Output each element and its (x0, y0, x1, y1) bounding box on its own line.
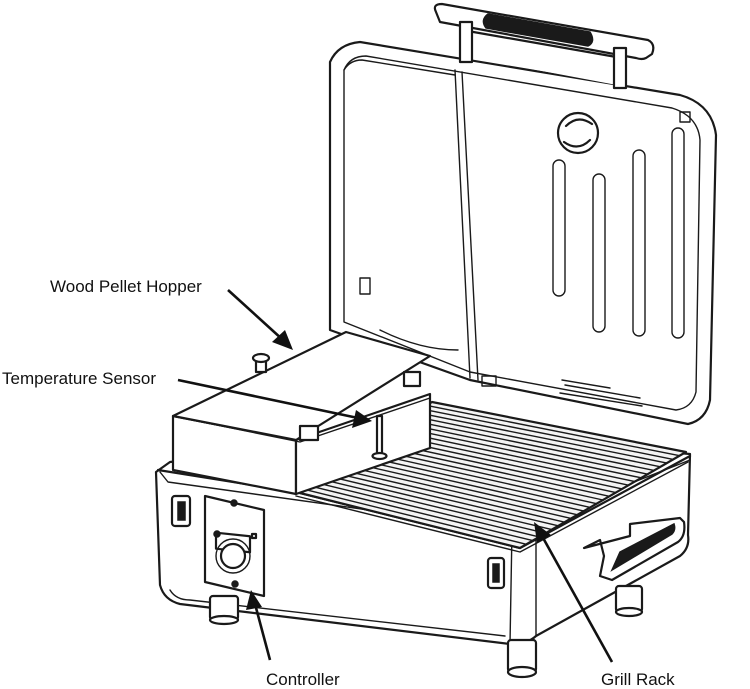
label-controller: Controller (266, 671, 340, 688)
side-latch-left (172, 496, 190, 526)
label-temperature-sensor: Temperature Sensor (2, 370, 156, 387)
label-grill-rack: Grill Rack (601, 671, 675, 688)
controller-panel (205, 496, 264, 596)
label-wood-pellet-hopper: Wood Pellet Hopper (50, 278, 202, 295)
arrow-hopper (228, 290, 293, 350)
side-latch-right (488, 558, 504, 588)
